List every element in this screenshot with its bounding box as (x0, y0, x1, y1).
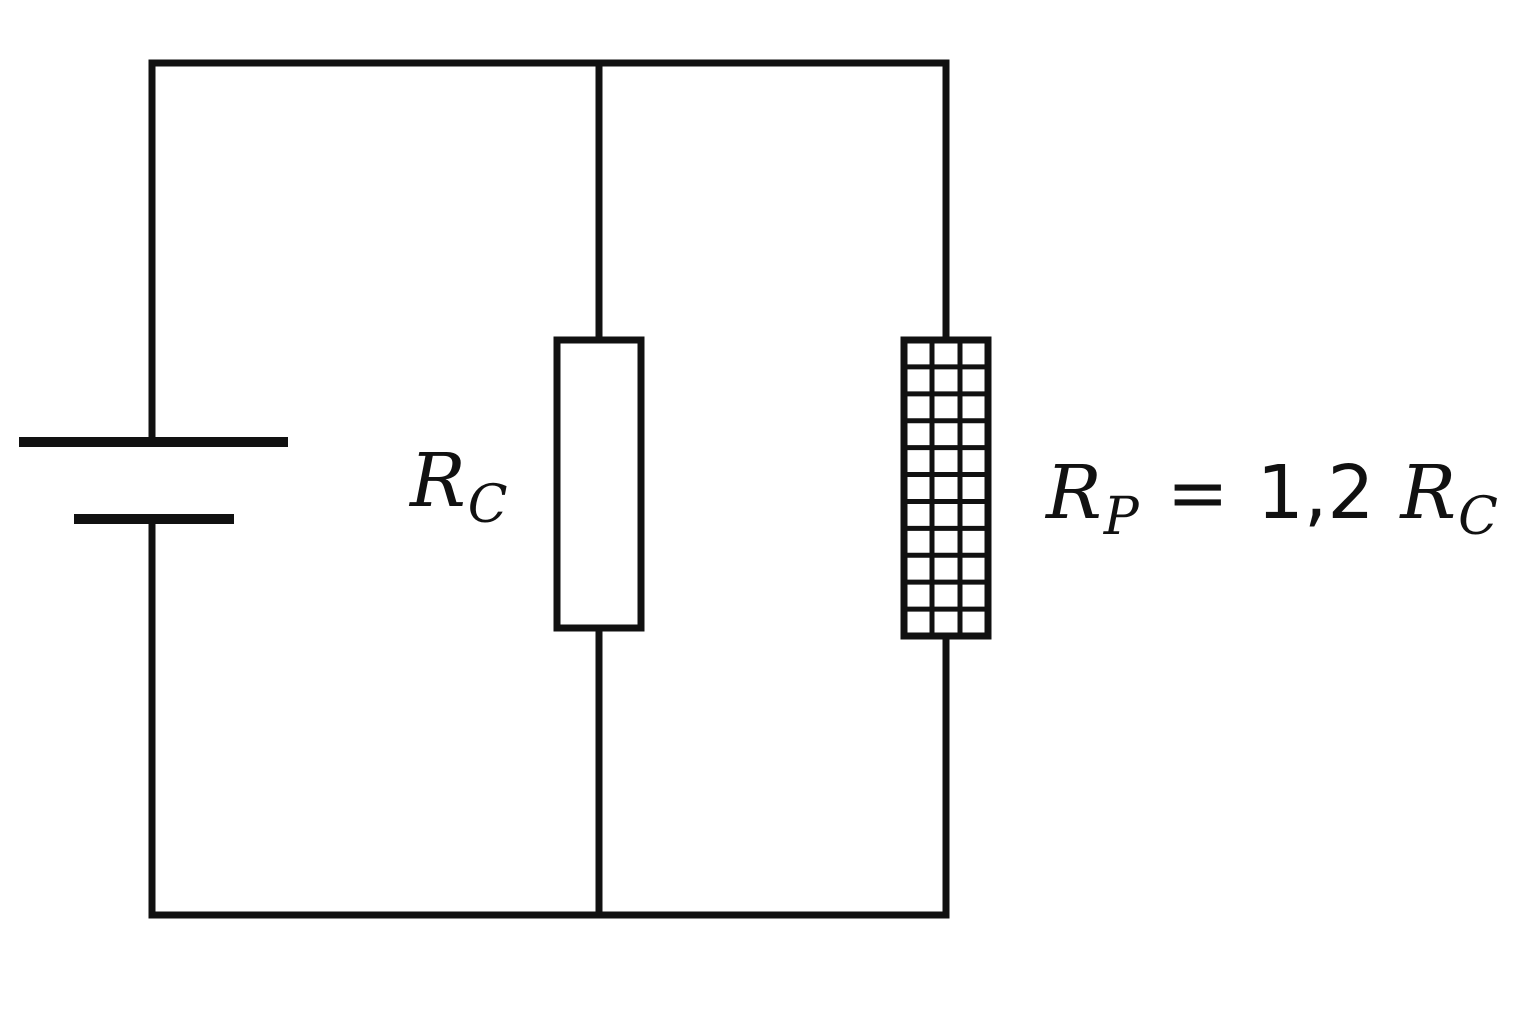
resistor-rp (900, 336, 992, 640)
label-rp-sub: P (1103, 487, 1140, 547)
resistor-rp-grid (904, 340, 988, 636)
resistor-rc (553, 336, 645, 632)
label-rp-main: R (1044, 450, 1102, 536)
label-rc-main: R (408, 438, 466, 524)
label-rp-equals: = (1167, 450, 1229, 536)
label-rp-rhs-sub: C (1458, 487, 1498, 547)
label-rc-sub: C (468, 475, 508, 535)
label-rc: RC (408, 438, 508, 535)
wires (148, 59, 950, 919)
label-rp-rhs-main: R (1398, 450, 1456, 536)
label-rp-factor: 1,2 (1257, 450, 1375, 536)
battery-symbol (19, 437, 288, 524)
resistor-rp-body (900, 336, 992, 640)
